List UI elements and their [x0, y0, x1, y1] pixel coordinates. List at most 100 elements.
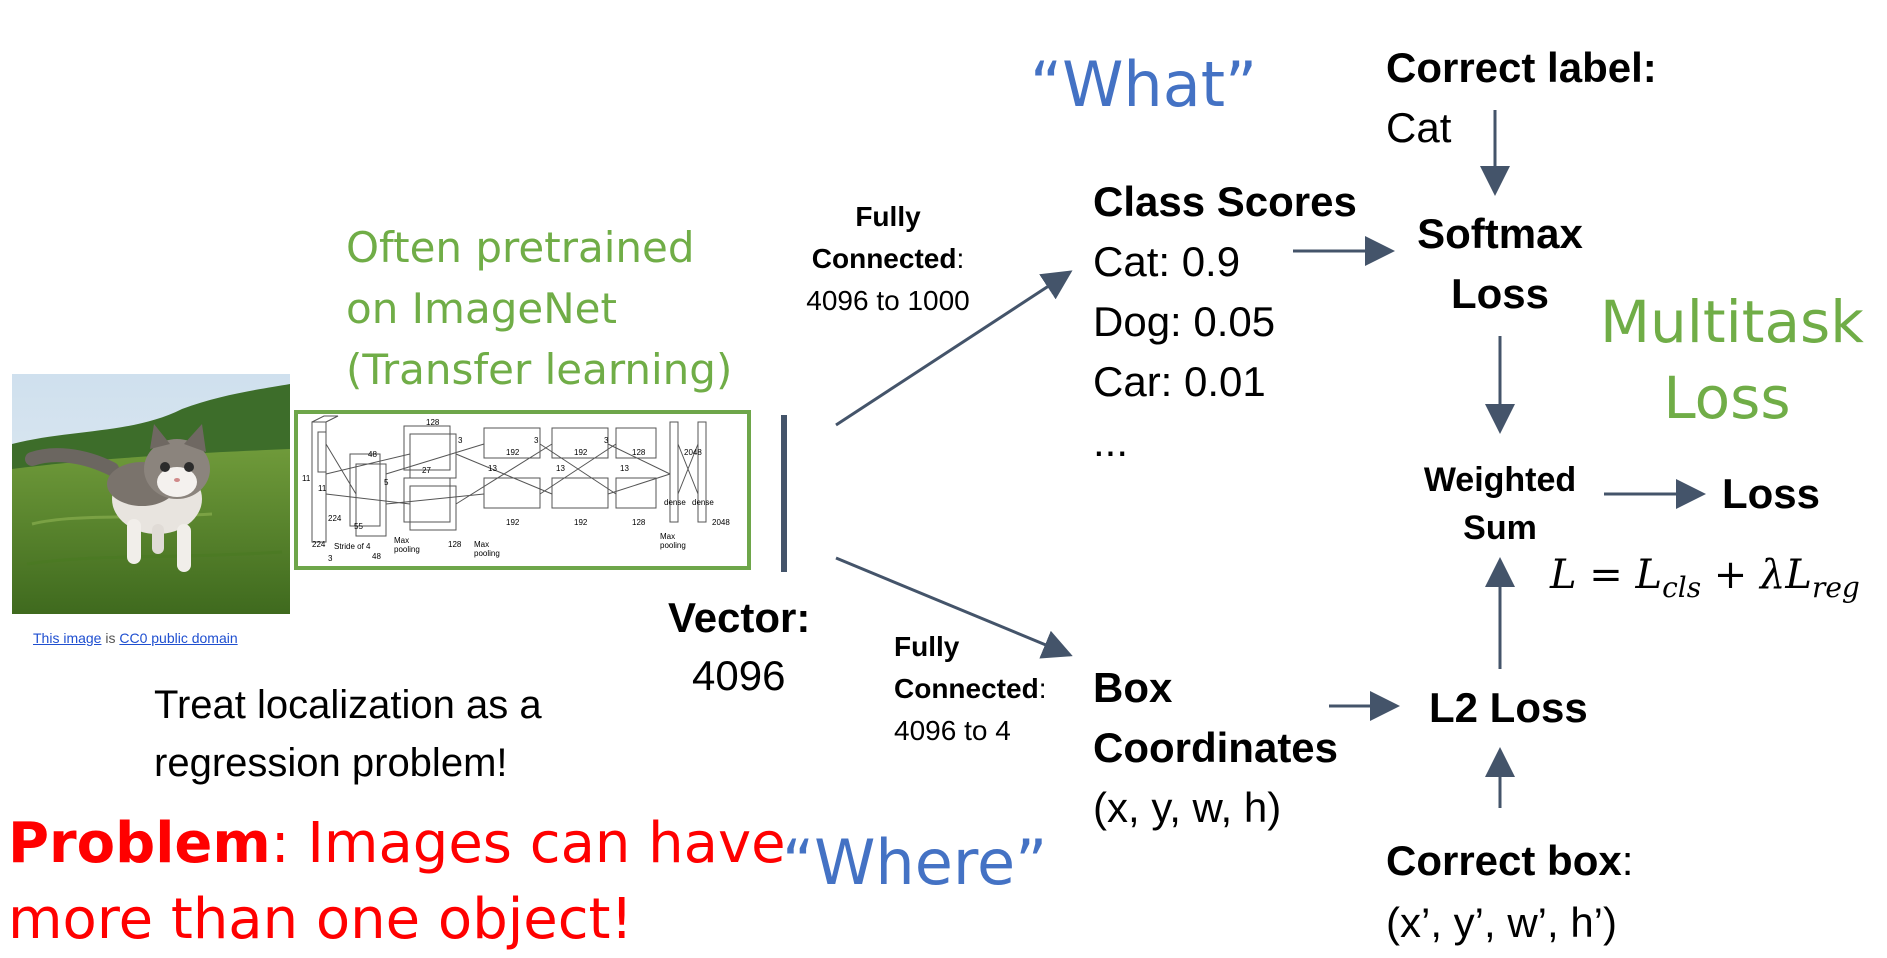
class-scores-title: Class Scores	[1093, 178, 1357, 225]
credit-middle-text: is	[101, 630, 120, 646]
cnn-label-maxpool3: Max pooling	[660, 532, 686, 550]
treat-line2: regression problem!	[154, 741, 508, 785]
class-score-more: ...	[1093, 418, 1129, 465]
box-coords-line2: Coordinates	[1093, 724, 1339, 771]
formula-l1: L	[1635, 552, 1663, 598]
cnn-label-3c: 3	[534, 436, 539, 445]
cnn-label-55: 55	[354, 522, 363, 531]
correct-label-title: Correct label:	[1386, 44, 1657, 91]
image-link[interactable]: This image	[33, 630, 102, 646]
kitten-photo	[12, 374, 290, 614]
cnn-label-stride: Stride of 4	[334, 542, 371, 551]
cnn-label-2048: 2048	[684, 448, 702, 457]
cnn-label-11: 11	[302, 474, 311, 483]
formula-sub-reg: reg	[1811, 571, 1860, 604]
image-credit: This image is CC0 public domain	[33, 630, 238, 646]
cnn-label-2048b: 2048	[712, 518, 730, 527]
cnn-label-48: 48	[368, 450, 377, 459]
softmax-line2: Loss	[1450, 270, 1550, 317]
softmax-loss: Softmax Loss	[1400, 204, 1600, 324]
problem-bold: Problem	[8, 811, 271, 876]
cnn-label-224: 224	[312, 540, 326, 549]
formula-sub-cls: cls	[1662, 571, 1702, 604]
loss-formula: L = Lcls + λLreg	[1550, 552, 1860, 604]
pretrained-note: Often pretrained on ImageNet (Transfer l…	[346, 217, 732, 400]
cnn-label-27: 27	[422, 466, 431, 475]
problem-text: Problem: Images can have more than one o…	[8, 806, 786, 958]
cnn-label-13c: 13	[620, 464, 629, 473]
correct-box-value: (x’, y’, w’, h’)	[1386, 899, 1617, 946]
l2-loss: L2 Loss	[1429, 684, 1588, 731]
fc-top-label: Fully Connected: 4096 to 1000	[790, 196, 986, 322]
multitask-line2: Loss	[1663, 364, 1791, 432]
cnn-label-192b: 192	[506, 518, 520, 527]
arrow-to-class-scores	[835, 270, 1073, 427]
pretrained-line-1: Often pretrained	[346, 223, 695, 272]
softmax-line1: Softmax	[1417, 210, 1583, 257]
class-score-cat: Cat: 0.9	[1093, 238, 1241, 285]
multitask-line1: Multitask	[1600, 288, 1864, 356]
correct-box: Correct box: (x’, y’, w’, h’)	[1386, 830, 1633, 954]
formula-plus-lambda: + λ	[1701, 552, 1786, 598]
box-coords-line3: (x, y, w, h)	[1093, 784, 1282, 831]
weighted-sum-line2: Sum	[1463, 509, 1537, 547]
formula-l: L	[1550, 552, 1577, 598]
cnn-architecture-figure: 224 224 3 Stride of 4 48 48 128 128 192 …	[294, 410, 751, 570]
cnn-label-13: 13	[488, 464, 497, 473]
problem-line2: more than one object!	[8, 887, 633, 952]
treat-text: Treat localization as a regression probl…	[154, 676, 542, 792]
fc-bottom-line1: Fully	[894, 631, 960, 662]
cnn-label-128b: 128	[448, 540, 462, 549]
fc-top-line2: Connected	[811, 243, 957, 274]
correct-label-value: Cat	[1386, 104, 1452, 151]
cnn-label-13b: 13	[556, 464, 565, 473]
license-link[interactable]: CC0 public domain	[119, 630, 238, 646]
class-scores: Class Scores Cat: 0.9 Dog: 0.05 Car: 0.0…	[1093, 172, 1357, 472]
cnn-label-128c: 128	[632, 448, 646, 457]
arrow-to-box-coords	[835, 556, 1073, 659]
cnn-label-dense: dense	[664, 498, 686, 507]
loss-label: Loss	[1722, 470, 1821, 517]
cnn-label-5: 5	[384, 478, 389, 487]
fc-bottom-line2: Connected	[894, 673, 1039, 704]
cnn-label-3b: 3	[458, 436, 463, 445]
cnn-label-maxpool2: Max pooling	[474, 540, 500, 558]
cnn-label-128d: 128	[632, 518, 646, 527]
treat-line1: Treat localization as a	[154, 683, 542, 727]
fc-bottom-label: Fully Connected: 4096 to 4	[894, 626, 1046, 752]
vector-size: 4096	[692, 652, 786, 699]
pretrained-line-2: on ImageNet	[346, 284, 617, 333]
cnn-label-192: 192	[506, 448, 520, 457]
fc-top-colon: :	[956, 243, 965, 274]
cnn-label-11b: 11	[318, 484, 327, 493]
box-coordinates: Box Coordinates (x, y, w, h)	[1093, 658, 1338, 838]
vector-title: Vector:	[668, 594, 811, 641]
what-label: “What”	[1030, 48, 1258, 121]
formula-eq: =	[1576, 552, 1636, 598]
weighted-sum: Weighted Sum	[1404, 456, 1596, 552]
cnn-label-maxpool1: Max pooling	[394, 536, 420, 554]
cnn-label-224b: 224	[328, 514, 342, 523]
fc-bottom-colon: :	[1038, 673, 1047, 704]
cnn-label-192d: 192	[574, 518, 588, 527]
class-score-dog: Dog: 0.05	[1093, 298, 1276, 345]
cnn-label-192c: 192	[574, 448, 588, 457]
cnn-label-128: 128	[426, 418, 440, 427]
fc-top-line1: Fully	[855, 201, 921, 232]
correct-box-colon: :	[1621, 837, 1634, 884]
cnn-label-dense2: dense	[692, 498, 714, 507]
fc-bottom-line3: 4096 to 4	[894, 715, 1011, 746]
where-label: “Where”	[782, 826, 1048, 899]
cnn-label-48b: 48	[372, 552, 381, 561]
cnn-label-3: 3	[328, 554, 333, 563]
class-score-car: Car: 0.01	[1093, 358, 1266, 405]
formula-l2: L	[1785, 552, 1812, 598]
correct-box-title: Correct box	[1386, 837, 1622, 884]
correct-label: Correct label: Cat	[1386, 38, 1657, 158]
problem-rest: : Images can have	[270, 811, 786, 876]
fc-top-line3: 4096 to 1000	[806, 285, 970, 316]
pretrained-line-3: (Transfer learning)	[346, 345, 733, 394]
multitask-loss: Multitask Loss	[1600, 284, 1864, 436]
weighted-sum-line1: Weighted	[1423, 461, 1577, 499]
